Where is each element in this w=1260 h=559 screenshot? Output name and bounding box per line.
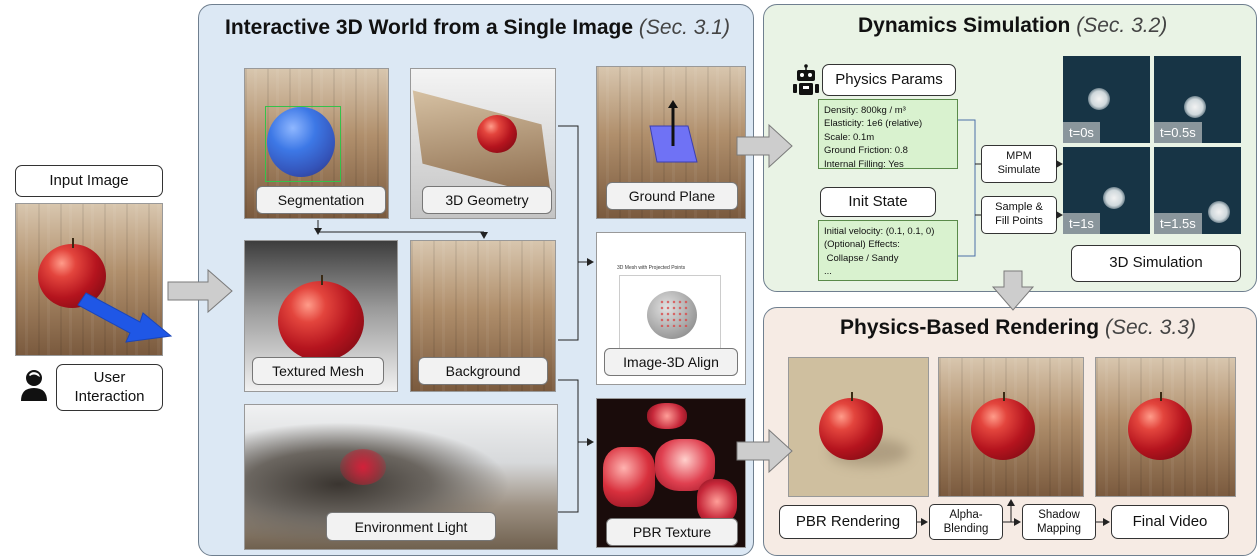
mesh-apple-icon: [278, 281, 364, 361]
rendering-title-text: Physics-Based Rendering: [840, 316, 1100, 339]
pbr-patch-1: [603, 447, 655, 507]
robot-icon: [793, 64, 819, 95]
align-plot-title: 3D Mesh with Projected Points: [617, 265, 686, 271]
final-video-box: Final Video: [1111, 505, 1229, 539]
world-section-ref: (Sec. 3.1): [638, 16, 730, 39]
pbr-patch-4: [647, 403, 687, 429]
sim-time-3: t=1.5s: [1154, 213, 1202, 234]
align-points: [659, 299, 689, 327]
mpm-simulate-box: MPM Simulate: [981, 145, 1057, 183]
pbr-rendering-box: PBR Rendering: [779, 505, 917, 539]
param-filling: Internal Filling: Yes: [824, 158, 904, 170]
blended-apple-stem-icon: [1003, 392, 1005, 401]
sim-frame-0: t=0s: [1063, 56, 1150, 143]
apple-icon: [38, 244, 106, 308]
textured-mesh-label: Textured Mesh: [252, 357, 384, 385]
bounding-box: [265, 106, 341, 182]
physics-params-box: Density: 800kg / m³ Elasticity: 1e6 (rel…: [818, 99, 958, 170]
param-scale: Scale: 0.1m: [824, 131, 875, 143]
env-light-image: [244, 404, 558, 550]
apple-stem-icon: [72, 238, 74, 248]
pbr-apple-stem-icon: [851, 392, 853, 401]
world-title-text: Interactive 3D World from a Single Image: [225, 16, 634, 39]
param-density: Density: 800kg / m³: [824, 105, 906, 116]
shadow-mapping-box: Shadow Mapping: [1022, 504, 1096, 540]
user-icon: [21, 370, 47, 401]
sim-frame-1: t=0.5s: [1154, 56, 1241, 143]
init-effects: (Optional) Effects:: [824, 239, 900, 251]
ground-plane-label: Ground Plane: [606, 182, 738, 210]
sim-particles-1: [1184, 96, 1206, 118]
final-apple-stem-icon: [1160, 392, 1162, 401]
pbr-apple-icon: [819, 398, 883, 460]
align-label: Image-3D Align: [604, 348, 738, 376]
sample-fill-box: Sample & Fill Points: [981, 196, 1057, 234]
sim-frame-3: t=1.5s: [1154, 147, 1241, 234]
input-image-label: Input Image: [15, 165, 163, 197]
sim-particles-3: [1208, 201, 1230, 223]
pbr-texture-label: PBR Texture: [606, 518, 738, 546]
rendering-title: Physics-Based Rendering (Sec. 3.3): [840, 316, 1196, 340]
final-apple-icon: [1128, 398, 1192, 460]
blended-apple-icon: [971, 398, 1035, 460]
user-interaction-label: User Interaction: [56, 364, 163, 411]
dynamics-section-ref: (Sec. 3.2): [1076, 14, 1168, 37]
init-collapse: Collapse / Sandy: [824, 252, 899, 264]
env-light-label: Environment Light: [326, 512, 496, 541]
segmentation-label: Segmentation: [256, 186, 386, 214]
sim-particles-2: [1103, 187, 1125, 209]
dynamics-title: Dynamics Simulation (Sec. 3.2): [858, 14, 1167, 38]
env-apple-blur: [340, 449, 386, 485]
3d-simulation-label: 3D Simulation: [1071, 245, 1241, 282]
init-state-box: Initial velocity: (0.1, 0.1, 0) (Optiona…: [818, 220, 958, 281]
final-render-image: [1095, 357, 1236, 497]
sim-frame-2: t=1s: [1063, 147, 1150, 234]
blended-render-image: [938, 357, 1084, 497]
physics-params-label: Physics Params: [822, 64, 956, 96]
pbr-render-image: [788, 357, 929, 497]
param-friction: Ground Friction: 0.8: [824, 145, 908, 157]
input-image: [15, 203, 163, 356]
world-title: Interactive 3D World from a Single Image…: [225, 16, 730, 40]
mesh-apple-stem-icon: [321, 275, 323, 285]
geometry-apple-icon: [477, 115, 517, 153]
init-velocity: Initial velocity: (0.1, 0.1, 0): [824, 226, 935, 237]
rendering-section-ref: (Sec. 3.3): [1104, 316, 1196, 339]
blue-apple-icon: [267, 107, 335, 177]
dynamics-title-text: Dynamics Simulation: [858, 14, 1071, 37]
param-elasticity: Elasticity: 1e6 (relative): [824, 118, 923, 130]
sim-time-1: t=0.5s: [1154, 122, 1202, 143]
alpha-blending-box: Alpha- Blending: [929, 504, 1003, 540]
sim-time-2: t=1s: [1063, 213, 1100, 234]
sim-particles-0: [1088, 88, 1110, 110]
geometry-label: 3D Geometry: [422, 186, 552, 214]
sim-time-0: t=0s: [1063, 122, 1100, 143]
background-label: Background: [418, 357, 548, 385]
pbr-patch-3: [697, 479, 737, 524]
init-more: ...: [824, 266, 832, 278]
init-state-label: Init State: [820, 187, 936, 217]
